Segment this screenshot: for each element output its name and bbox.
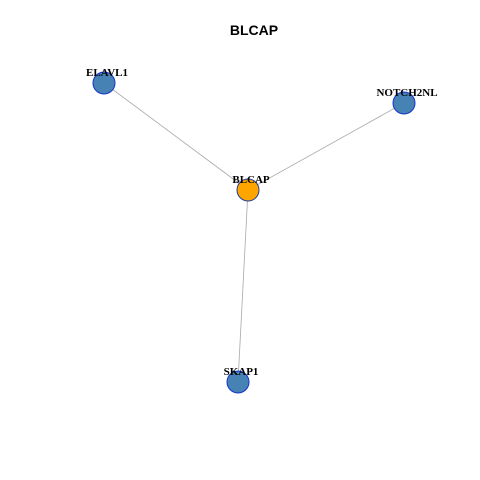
edge-layer xyxy=(103,82,405,383)
node-blcap[interactable] xyxy=(236,178,260,202)
diagram-title: BLCAP xyxy=(230,22,278,38)
edge-blcap-elavl1 xyxy=(103,82,249,191)
edge-blcap-skap1 xyxy=(237,189,249,383)
node-label-notch2nl: NOTCH2NL xyxy=(376,87,437,99)
node-label-elavl1: ELAVL1 xyxy=(86,67,128,79)
node-layer xyxy=(92,71,416,394)
node-skap1[interactable] xyxy=(226,370,250,394)
node-elavl1[interactable] xyxy=(92,71,116,95)
node-label-skap1: SKAP1 xyxy=(224,366,259,378)
node-notch2nl[interactable] xyxy=(392,91,416,115)
edge-blcap-notch2nl xyxy=(247,102,405,191)
node-label-blcap: BLCAP xyxy=(232,174,270,186)
